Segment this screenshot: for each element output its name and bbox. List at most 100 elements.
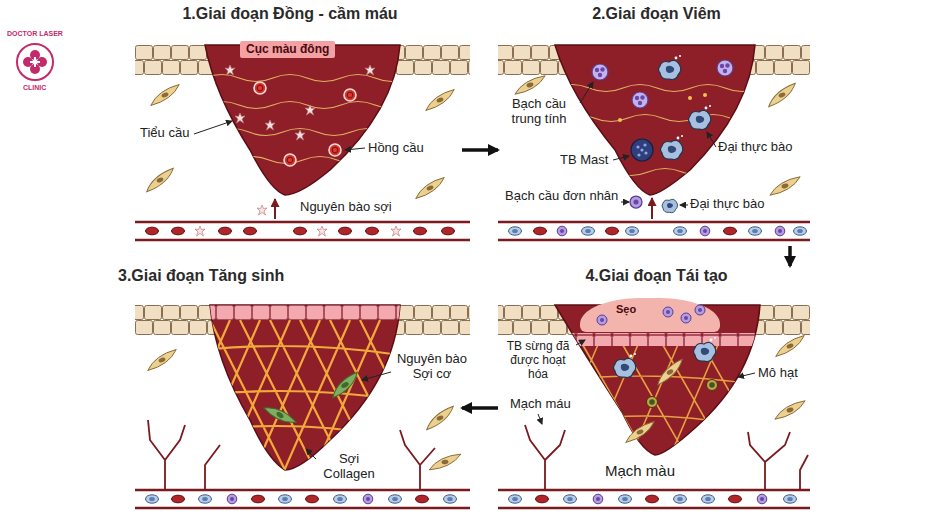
scar-cell — [597, 315, 607, 325]
fibroblast — [653, 359, 688, 385]
logo-text: CLINIC — [23, 84, 46, 92]
scar-region: Sẹo — [580, 298, 720, 332]
fibrin-line — [555, 85, 759, 176]
region-label: Sẹo — [616, 303, 720, 316]
vessel-cells — [146, 494, 457, 504]
label-slot: TB Mast — [560, 153, 608, 168]
vessel-wall — [498, 221, 810, 224]
label-slot: Hồng cầu — [368, 141, 424, 156]
label-slot: Tiểu cầu — [140, 126, 189, 141]
vessel-wall — [498, 489, 810, 492]
neutrophil — [592, 64, 608, 80]
myofibroblast — [263, 400, 296, 430]
wound — [555, 45, 755, 195]
vessel-cells — [146, 226, 455, 236]
red-cell — [284, 154, 296, 166]
capillary — [525, 425, 808, 490]
leader-line — [738, 373, 755, 377]
label-slot: Sợi Collagen — [318, 452, 380, 482]
granulation-cell — [707, 380, 718, 391]
scar-cell-nucleus — [698, 308, 702, 312]
macrophage — [662, 196, 678, 213]
label-slot: Đại thực bào — [718, 140, 792, 155]
vessel-wall — [135, 221, 470, 224]
stage-panel: 3.Giai đoạn Tăng sinh — [118, 266, 462, 512]
scar-cell-nucleus — [666, 310, 670, 314]
leader-line — [345, 148, 365, 150]
macrophage — [689, 105, 712, 130]
leader-line — [538, 414, 542, 424]
stage-arrow — [462, 406, 498, 410]
capillary — [148, 420, 435, 490]
fibroblast — [772, 400, 808, 419]
fibroblast — [772, 335, 808, 357]
platelet — [265, 120, 275, 130]
macrophage — [659, 55, 682, 80]
stage-title: 4.Giai đoạn Tái tạo — [498, 266, 815, 286]
part-label: Sợi Collagen — [318, 452, 380, 482]
leader-line — [707, 132, 716, 147]
stage-panel: 1.Giai đoạn Đồng - cầm máuCục màu đông — [118, 4, 462, 246]
macrophage — [614, 353, 637, 378]
clot-box: Cục màu đông — [240, 41, 335, 58]
fibroblast — [412, 177, 448, 199]
label-slot: Nguyên bào Sợi cơ — [394, 352, 470, 382]
logo-text: DOCTOR LASER — [7, 30, 63, 38]
logo-cross — [30, 57, 40, 67]
vessel-wall — [498, 239, 810, 242]
label-slot: Bạch cầu đơn nhân — [505, 189, 618, 204]
keratinocyte-row — [560, 333, 755, 346]
myofibroblast — [327, 372, 362, 399]
label-slot: CLINIC — [23, 84, 46, 92]
scar-cell-nucleus — [600, 318, 604, 322]
vessel-cells — [509, 226, 807, 236]
part-label: Tiểu cầu — [140, 126, 189, 141]
label-slot: TB sừng đã được hoạt hóa — [503, 340, 573, 381]
migration-arrow — [651, 198, 653, 219]
scar-cells — [580, 298, 720, 332]
leader-line — [194, 121, 232, 134]
part-label: Bạch cầu đơn nhân — [505, 189, 618, 204]
leader-line — [580, 82, 593, 103]
collagen-fiber — [540, 340, 780, 480]
platelet — [305, 105, 315, 115]
part-label: Mô hạt — [758, 366, 798, 381]
scar-cell — [681, 313, 691, 323]
platelet — [257, 205, 267, 215]
neutrophil — [717, 60, 733, 76]
fibroblast — [764, 83, 799, 107]
scar-cell-nucleus — [684, 316, 688, 320]
vessel-wall — [135, 239, 470, 242]
leader-line — [621, 202, 629, 203]
part-label: Nguyên bào Sợi cơ — [394, 352, 470, 382]
leader-line — [306, 449, 316, 459]
leader-line — [680, 205, 688, 206]
label-slot: Bạch cầu trung tính — [500, 97, 578, 127]
new-epidermis — [205, 305, 405, 320]
platelet — [235, 113, 245, 123]
fibroblast — [142, 168, 177, 192]
part-label: Đại thực bào — [690, 197, 764, 212]
stage-arrow — [462, 148, 498, 152]
vessel-cells — [509, 494, 797, 504]
scar-cell — [695, 305, 705, 315]
part-label: Mạch màu — [605, 462, 675, 479]
leader-line — [362, 372, 391, 380]
neutrophil — [632, 92, 648, 108]
fibroblast — [422, 89, 458, 111]
platelet — [225, 65, 235, 75]
collagen-fiber — [160, 320, 440, 480]
part-label: Đại thực bào — [718, 140, 792, 155]
fibroblast — [622, 421, 658, 443]
granule — [688, 96, 692, 100]
stage-title: 2.Giai đoạn Viêm — [498, 4, 815, 24]
part-label: Bạch cầu trung tính — [500, 97, 578, 127]
mast-cell — [631, 139, 653, 161]
label-slot: Mạch máu — [510, 397, 571, 412]
red-cell — [254, 82, 266, 94]
part-label: TB sừng đã được hoạt hóa — [503, 340, 573, 381]
fibroblast — [422, 406, 457, 430]
